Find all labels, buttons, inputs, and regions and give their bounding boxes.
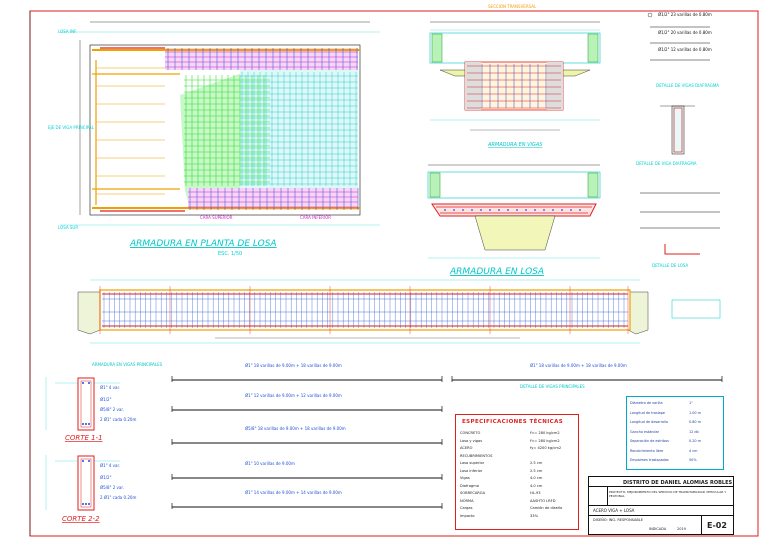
- title-sheet-number: E-02: [707, 521, 727, 530]
- section-slab: [427, 164, 601, 259]
- spec-row-label: Losa y vigas: [460, 438, 483, 443]
- section-top-title: SECCIÓN TRANSVERSAL: [488, 4, 537, 9]
- notes-row-value: 0.80 m: [689, 420, 701, 424]
- spec-row-label: CONCRETO: [460, 431, 481, 435]
- corte-1-title: CORTE 1-1: [65, 434, 103, 442]
- section-slab-caption: ARMADURA EN LOSA: [449, 267, 544, 277]
- notes-table: Diámetro de varilla 1" Longitud de traslap…: [626, 396, 724, 470]
- detail-bar-note-2: Ø1/2" 20 varillas de 0.80m: [658, 30, 712, 35]
- notes-row-label: Gancho estándar: [630, 429, 660, 434]
- notes-row-value: 0.20 m: [689, 439, 701, 443]
- spec-row-value: 2.5 cm: [530, 468, 543, 473]
- title-designer: DISEÑO: ING. RESPONSABLE: [593, 518, 643, 522]
- corte-2-note-3: Ø5/8" 2 var.: [100, 485, 124, 490]
- specifications-title: ESPECIFICACIONES TÉCNICAS: [462, 419, 564, 425]
- bar-list: [171, 376, 723, 509]
- spec-row-value: 4.0 cm: [530, 476, 543, 480]
- corte-1-section: [45, 377, 120, 431]
- detail-caption-3: DETALLE DE LOSA: [652, 263, 689, 268]
- spec-row-value: HL-93: [530, 491, 541, 495]
- notes-row-value: 1.00 m: [689, 410, 701, 415]
- bar-line-label-2: Ø1" 12 varillas de 9.00m + 12 varillas d…: [245, 393, 342, 398]
- notes-row-label: Longitud de traslape: [630, 410, 665, 415]
- right-details: [640, 12, 720, 255]
- bar-line-label-5: Ø1" 14 varillas de 9.00m + 14 varillas d…: [245, 490, 342, 495]
- plan-bottom-label-2: CARA INFERIOR: [300, 215, 332, 220]
- title-project: PROYECTO: MEJORAMIENTO DEL SERVICIO DE T…: [609, 490, 727, 498]
- bar-line-label-4: Ø1" 10 varillas de 9.00m: [245, 461, 295, 466]
- long-beam: [77, 279, 721, 344]
- notes-row-label: Empalmes traslapados: [630, 458, 669, 462]
- corte-2-title: CORTE 2-2: [62, 515, 100, 523]
- notes-row-value: 4 cm: [689, 448, 698, 453]
- plan-bottom-label-1: CARA SUPERIOR: [200, 215, 233, 220]
- plan-left-label-1: LOSA INF.: [58, 29, 77, 34]
- plan-left-label-2: EJE DE VIGA PRINCIPAL: [48, 125, 94, 130]
- spec-row-value: 2.5 cm: [530, 461, 543, 465]
- notes-row-label: Separación de estribos: [630, 439, 669, 443]
- spec-row-label: Impacto: [460, 513, 475, 518]
- spec-row-label: RECUBRIMIENTOS: [460, 453, 493, 458]
- notes-row-label: Longitud de desarrollo: [630, 420, 668, 424]
- bar-line-label-1: Ø1" 18 varillas de 9.00m + 18 varillas d…: [245, 363, 342, 368]
- spec-row-value: fy= 4200 kg/cm2: [530, 446, 562, 450]
- corte-1-note-3: Ø5/8" 2 var.: [100, 407, 124, 412]
- detail-caption-2: DETALLE DE VIGA DIAFRAGMA: [636, 161, 697, 166]
- notes-row-label: Diámetro de varilla: [630, 401, 663, 405]
- notes-row-label: Recubrimiento libre: [630, 448, 664, 453]
- detail-bar-note-3: Ø1/2" 12 varillas de 0.80m: [658, 47, 712, 52]
- spec-row-value: 4.0 cm: [530, 483, 543, 488]
- spec-row-label: NORMA: [460, 498, 474, 503]
- title-entity: DISTRITO DE DANIEL ALOMIAS ROBLES: [623, 480, 733, 486]
- plan-view: [60, 21, 380, 226]
- spec-row-label: Cargas: [460, 506, 473, 510]
- spec-row-label: Vigas: [460, 476, 470, 480]
- long-beam-title: ARMADURA EN VIGAS PRINCIPALES: [92, 362, 163, 367]
- spec-row-value: Camión de diseño: [530, 506, 563, 510]
- spec-row-label: Diafragma: [460, 483, 479, 488]
- title-scale: INDICADA: [649, 527, 667, 531]
- notes-row-value: 1": [689, 401, 693, 405]
- spec-row-label: SOBRECARGA: [460, 491, 486, 495]
- plan-title: ARMADURA EN PLANTA DE LOSA: [129, 239, 277, 249]
- title-block: DISTRITO DE DANIEL ALOMIAS ROBLES PROYEC…: [588, 476, 734, 535]
- bar-line-label-3: Ø5/8" 18 varillas de 9.00m + 18 varillas…: [245, 426, 346, 431]
- spec-row-value: AASHTO LRFD: [530, 498, 556, 503]
- section-beams-caption: ARMADURA EN VIGAS: [487, 142, 543, 148]
- title-plan-name: ACERO VIGA + LOSA: [593, 508, 635, 513]
- corte-1-note-4: 2 Ø1" cada 0.20m: [100, 417, 137, 422]
- spec-row-label: Losa inferior: [460, 468, 483, 473]
- detail-bar-note-1: Ø1/2" 23 varillas de 0.80m: [658, 12, 712, 17]
- corte-1-note-1: Ø1" 4 var.: [100, 385, 120, 390]
- spec-row-value: 33%: [530, 513, 538, 518]
- bar-line-label-6: Ø1" 18 varillas de 9.00m + 18 varillas d…: [530, 363, 627, 368]
- corte-1-note-2: Ø1/2": [100, 397, 112, 402]
- corte-2-note-2: Ø1/2": [100, 475, 112, 480]
- section-beams: [429, 21, 601, 131]
- corte-2-note-1: Ø1" 4 var.: [100, 463, 120, 468]
- title-date: 2019: [677, 527, 686, 531]
- specifications-box: ESPECIFICACIONES TÉCNICAS CONCRETO f'c= 2…: [455, 414, 579, 530]
- spec-row-value: f'c= 280 kg/cm2: [530, 431, 560, 435]
- corte-2-section: [45, 455, 120, 511]
- spec-row-value: f'c= 280 kg/cm2: [530, 438, 560, 443]
- spec-row-label: ACERO: [460, 446, 473, 450]
- long-beam-caption: DETALLE DE VIGAS PRINCIPALES: [520, 384, 585, 389]
- spec-row-label: Losa superior: [460, 461, 485, 465]
- notes-row-value: 50%: [689, 458, 697, 462]
- notes-row-value: 12 db: [689, 429, 699, 434]
- corte-2-note-4: 2 Ø1" cada 0.20m: [100, 495, 137, 500]
- plan-scale: ESC. 1/50: [218, 251, 243, 257]
- detail-caption-1: DETALLE DE VIGAS DIAFRAGMA: [656, 83, 720, 88]
- plan-left-label-3: LOSA SUP.: [58, 225, 79, 230]
